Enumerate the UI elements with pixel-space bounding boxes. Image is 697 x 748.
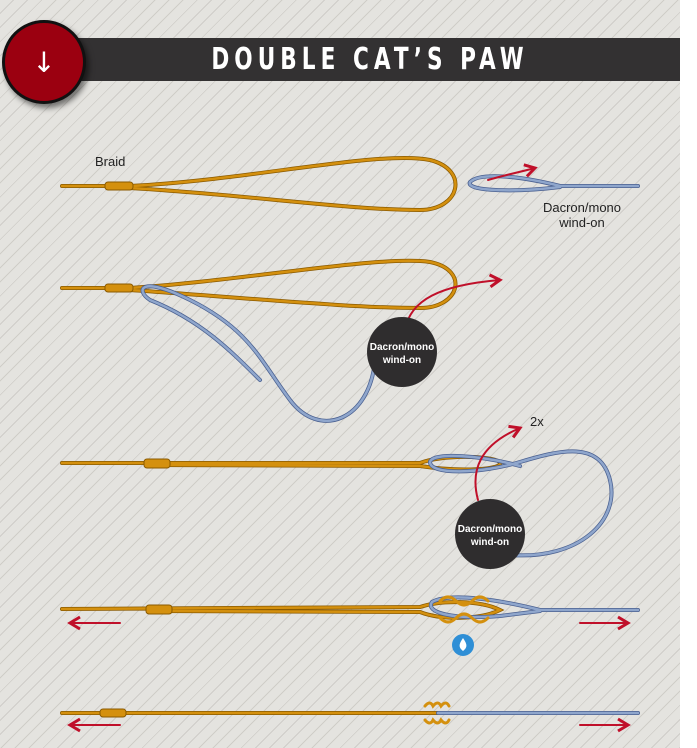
step-4 xyxy=(60,595,640,631)
leader-circle xyxy=(367,317,437,387)
step-1 xyxy=(60,156,640,213)
circle-label-line2: wind-on xyxy=(382,355,421,366)
braid-wraps xyxy=(104,181,134,191)
water-drop-icon xyxy=(452,634,474,656)
braid-label: Braid xyxy=(95,154,125,169)
scroll-down-button[interactable]: ↓ xyxy=(2,20,86,104)
leader-circle xyxy=(455,499,525,569)
step-5 xyxy=(60,701,640,733)
page-title: DOUBLE CAT’S PAW xyxy=(211,42,529,77)
title-banner xyxy=(60,38,680,81)
circle-label-line2: wind-on xyxy=(470,537,509,548)
leader-label-line2: wind-on xyxy=(558,215,605,230)
arrow-down-icon: ↓ xyxy=(32,45,56,79)
circle-label-line1: Dacron/mono xyxy=(370,342,434,353)
leader-label-line1: Dacron/mono xyxy=(543,200,621,215)
repeat-label: 2x xyxy=(530,414,544,429)
circle-label-line1: Dacron/mono xyxy=(458,524,522,535)
step-3 xyxy=(60,424,614,558)
